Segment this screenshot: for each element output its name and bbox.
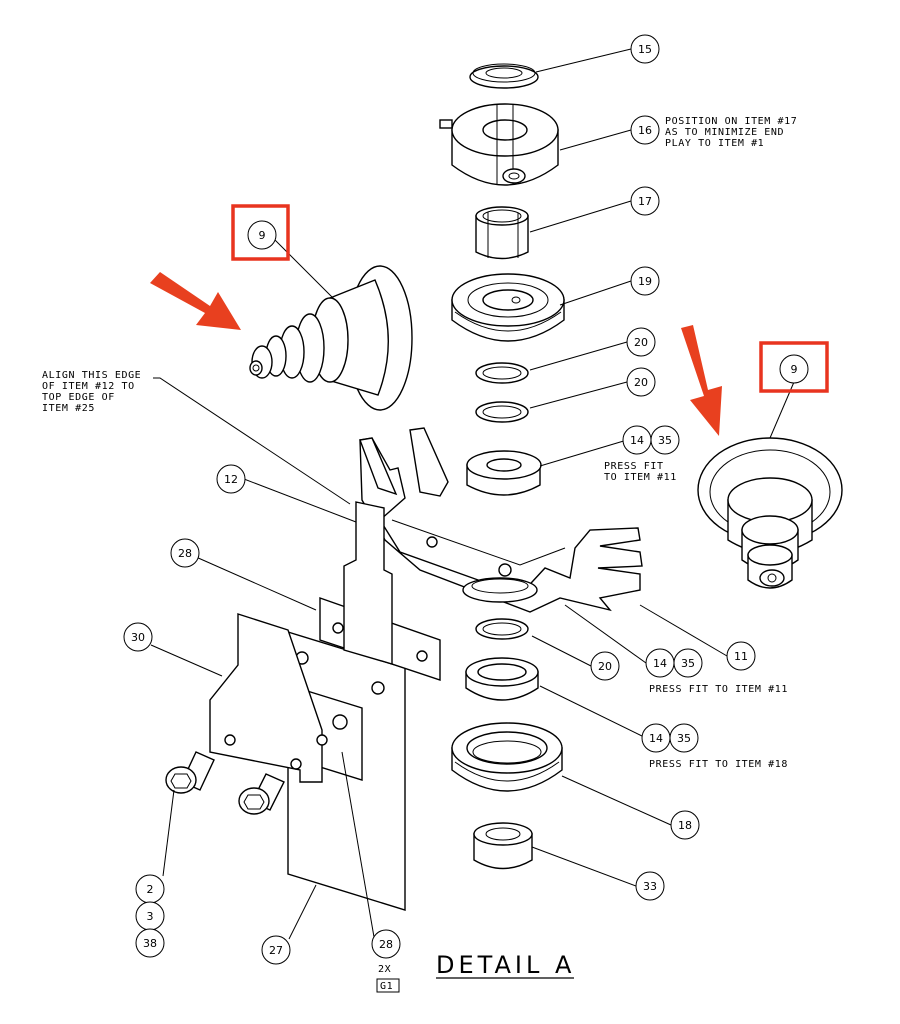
svg-text:20: 20 (634, 336, 648, 349)
part-33-spacer (473, 822, 533, 870)
svg-text:35: 35 (658, 434, 672, 447)
red-arrow-right-icon (681, 325, 722, 436)
balloon-15: 15 (630, 34, 660, 64)
svg-text:AS TO MINIMIZE END: AS TO MINIMIZE END (665, 127, 784, 138)
svg-text:15: 15 (638, 43, 652, 56)
svg-text:12: 12 (224, 473, 238, 486)
svg-text:ITEM #25: ITEM #25 (42, 403, 95, 414)
svg-text:POSITION ON ITEM #17: POSITION ON ITEM #17 (665, 116, 797, 127)
svg-text:18: 18 (678, 819, 692, 832)
svg-text:G1: G1 (380, 981, 393, 992)
svg-text:ALIGN THIS EDGE: ALIGN THIS EDGE (42, 370, 141, 381)
balloon-14-middle: 14 (645, 648, 675, 678)
svg-text:28: 28 (379, 938, 393, 951)
balloon-20-upper: 20 (626, 327, 656, 357)
note-quantity: 2X (378, 964, 391, 975)
svg-text:38: 38 (143, 937, 157, 950)
svg-text:28: 28 (178, 547, 192, 560)
part-18-pulley (451, 722, 563, 792)
part-14-flanged-bearing (465, 657, 539, 701)
svg-text:20: 20 (598, 660, 612, 673)
svg-text:27: 27 (269, 944, 283, 957)
svg-text:33: 33 (643, 880, 657, 893)
svg-text:3: 3 (147, 910, 154, 923)
part-16-shaft-collar (439, 103, 559, 186)
balloon-20-middle: 20 (626, 367, 656, 397)
svg-text:35: 35 (681, 657, 695, 670)
part-17-bushing (475, 206, 529, 260)
balloon-19: 19 (630, 266, 660, 296)
flag-note: G1 (376, 978, 400, 993)
balloon-28-upper: 28 (170, 538, 200, 568)
svg-text:16: 16 (638, 124, 652, 137)
balloon-9-right: 9 (779, 354, 809, 384)
part-30-bracket (209, 613, 328, 783)
balloon-17: 17 (630, 186, 660, 216)
balloon-2: 2 (135, 874, 165, 904)
detail-title: DETAIL A (436, 951, 575, 979)
svg-text:9: 9 (259, 229, 266, 242)
balloon-27: 27 (261, 935, 291, 965)
svg-text:2: 2 (147, 883, 154, 896)
svg-text:14: 14 (649, 732, 663, 745)
part-14-bearing-lower (462, 577, 538, 603)
balloon-38: 38 (135, 928, 165, 958)
svg-text:19: 19 (638, 275, 652, 288)
part-12-plate (343, 501, 393, 665)
red-arrow-left-icon (150, 272, 241, 330)
part-2-screw-right (238, 773, 285, 815)
highlight-box-item-9-left (231, 204, 290, 261)
balloon-35-lower: 35 (669, 723, 699, 753)
part-19-pulley (451, 273, 565, 342)
svg-text:9: 9 (791, 363, 798, 376)
balloon-14-upper: 14 (622, 425, 652, 455)
balloon-9-left: 9 (247, 220, 277, 250)
balloon-16: 16 (630, 115, 660, 145)
svg-text:TOP EDGE OF: TOP EDGE OF (42, 392, 115, 403)
svg-text:TO ITEM #11: TO ITEM #11 (604, 472, 677, 483)
balloon-18: 18 (670, 810, 700, 840)
balloon-11: 11 (726, 641, 756, 671)
balloon-33: 33 (635, 871, 665, 901)
note-item-16: POSITION ON ITEM #17 AS TO MINIMIZE END … (665, 116, 797, 149)
note-align-edge: ALIGN THIS EDGE OF ITEM #12 TO TOP EDGE … (42, 370, 141, 414)
svg-text:30: 30 (131, 631, 145, 644)
svg-text:20: 20 (634, 376, 648, 389)
part-9-roller-end-view (697, 437, 843, 589)
part-14-bearing-upper (466, 450, 542, 496)
balloon-35-middle: 35 (673, 648, 703, 678)
part-9-roller-side-view (249, 265, 413, 411)
svg-text:17: 17 (638, 195, 652, 208)
balloon-30: 30 (123, 622, 153, 652)
balloon-3: 3 (135, 901, 165, 931)
svg-text:11: 11 (734, 650, 748, 663)
part-2-screw-left (165, 751, 215, 794)
svg-text:35: 35 (677, 732, 691, 745)
svg-text:PRESS FIT: PRESS FIT (604, 461, 664, 472)
svg-text:PLAY TO ITEM #1: PLAY TO ITEM #1 (665, 138, 764, 149)
note-press-fit-upper: PRESS FIT TO ITEM #11 (604, 461, 677, 483)
note-press-fit-item-18: PRESS FIT TO ITEM #18 (649, 759, 788, 770)
highlight-box-item-9-right (759, 341, 829, 393)
part-15-washer (469, 63, 539, 89)
part-20-washer-lower (475, 618, 529, 640)
svg-text:14: 14 (653, 657, 667, 670)
svg-text:14: 14 (630, 434, 644, 447)
part-20-washer-upper (475, 362, 529, 384)
balloon-20-lower: 20 (590, 651, 620, 681)
part-11-fork-bracket (359, 427, 643, 613)
part-20-washer-middle (475, 401, 529, 423)
svg-text:DETAIL A: DETAIL A (436, 951, 575, 979)
svg-text:OF ITEM #12 TO: OF ITEM #12 TO (42, 381, 135, 392)
balloon-14-lower: 14 (641, 723, 671, 753)
note-press-fit-item-11: PRESS FIT TO ITEM #11 (649, 684, 788, 695)
balloon-35-upper: 35 (650, 425, 680, 455)
balloon-28-lower: 28 (371, 929, 401, 959)
balloon-12: 12 (216, 464, 246, 494)
